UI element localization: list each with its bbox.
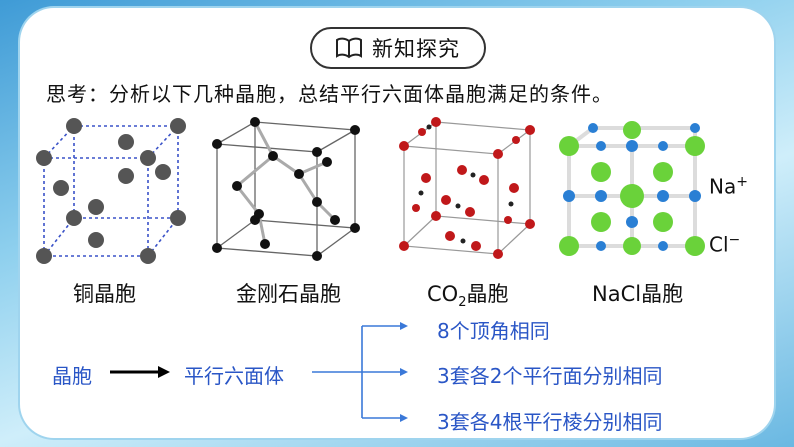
summary-branch-arrows (312, 322, 408, 422)
section-title: 新知探究 (372, 37, 460, 61)
branch-faces-same: 3套各2个平行面分别相同 (437, 364, 663, 388)
copper-cell-label: 铜晶胞 (73, 282, 136, 306)
co2-cell-label: CO2晶胞 (427, 282, 509, 311)
copper-unit-cell (36, 118, 186, 264)
diamond-unit-cell (212, 117, 360, 261)
branch-vertices-same: 8个顶角相同 (437, 319, 550, 343)
cl-ion-label: Cl− (709, 232, 741, 257)
summary-unit-cell-term: 晶胞 (52, 364, 92, 388)
nacl-unit-cell (559, 121, 705, 256)
summary-arrow (110, 366, 170, 378)
slide-frame (20, 8, 774, 438)
branch-edges-same: 3套各4根平行棱分别相同 (437, 410, 663, 434)
question-text: 思考：分析以下几种晶胞，总结平行六面体晶胞满足的条件。 (46, 82, 613, 106)
na-ion-label: Na+ (709, 174, 748, 199)
summary-parallelepiped-term: 平行六面体 (184, 364, 284, 388)
nacl-cell-label: NaCl晶胞 (592, 282, 684, 306)
diamond-cell-label: 金刚石晶胞 (236, 282, 341, 306)
book-icon (336, 37, 362, 59)
co2-unit-cell (399, 117, 535, 259)
section-title-pill: 新知探究 (310, 27, 486, 69)
